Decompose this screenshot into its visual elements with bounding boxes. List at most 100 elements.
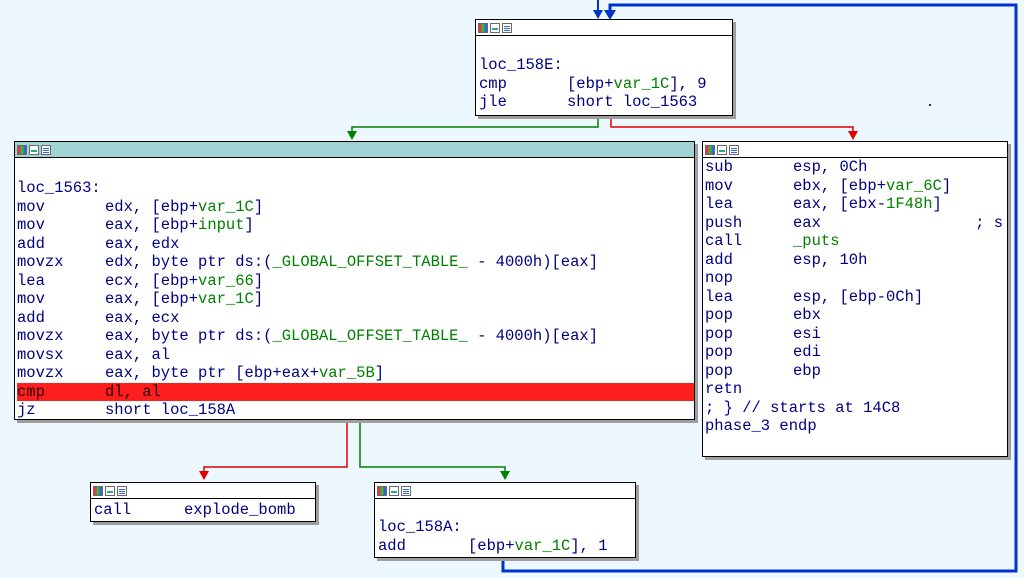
instruction-line[interactable]: nop bbox=[705, 269, 1007, 288]
instruction-mnemonic[interactable]: retn bbox=[705, 380, 743, 398]
block-titlebar[interactable] bbox=[703, 142, 1007, 158]
instruction-line[interactable]: add eax, ecx bbox=[17, 309, 694, 328]
operand-symbol[interactable]: var_1C bbox=[198, 290, 254, 308]
instruction-line[interactable]: jz short loc_158A bbox=[17, 401, 694, 420]
text-icon[interactable] bbox=[117, 485, 127, 496]
operand-text[interactable]: eax, [ebp+ bbox=[105, 216, 199, 234]
block-label[interactable]: loc_158E: bbox=[479, 56, 563, 74]
color-icon[interactable] bbox=[705, 144, 715, 155]
instruction-mnemonic[interactable]: add bbox=[705, 250, 733, 269]
block-label[interactable]: loc_158A: bbox=[378, 518, 462, 536]
operand-text[interactable]: explode_bomb bbox=[184, 501, 296, 519]
block-code[interactable]: call explode_bomb bbox=[91, 499, 315, 520]
instruction-mnemonic[interactable]: sub bbox=[705, 158, 733, 176]
block-titlebar[interactable] bbox=[375, 483, 635, 499]
block-explode-bomb[interactable]: call explode_bomb bbox=[90, 482, 316, 522]
operand-text[interactable]: ebx, [ebp+ bbox=[793, 176, 887, 195]
instruction-mnemonic[interactable]: movsx bbox=[17, 345, 64, 364]
instruction-mnemonic[interactable]: add bbox=[378, 536, 406, 555]
operand-text[interactable]: ], 1 bbox=[570, 536, 608, 555]
instruction-mnemonic[interactable]: call bbox=[94, 501, 132, 519]
operand-text[interactable]: eax, byte ptr [ebp+eax+ bbox=[105, 364, 319, 382]
operand-symbol[interactable]: var_1C bbox=[198, 197, 254, 216]
block-loc-158A[interactable]: loc_158A: add[ebp+var_1C], 1 bbox=[374, 482, 636, 558]
operand-symbol[interactable]: input bbox=[198, 216, 245, 234]
instruction-mnemonic[interactable]: lea bbox=[705, 195, 733, 213]
instruction-mnemonic[interactable]: cmp bbox=[479, 74, 507, 93]
text-icon[interactable] bbox=[502, 22, 512, 33]
operand-text[interactable]: ] bbox=[932, 195, 942, 213]
operand-text[interactable]: ecx, [ebp+ bbox=[105, 271, 199, 290]
graph-icon[interactable] bbox=[389, 485, 399, 496]
instruction-line[interactable]: pop edi bbox=[705, 343, 1007, 362]
instruction-mnemonic[interactable]: movzx bbox=[17, 327, 64, 345]
instruction-mnemonic[interactable]: add bbox=[17, 234, 45, 253]
operand-text[interactable]: ] bbox=[253, 271, 264, 290]
operand-text[interactable]: ebp bbox=[793, 361, 821, 380]
operand-symbol[interactable]: var_1C bbox=[613, 74, 670, 93]
operand-text[interactable]: - 4000h)[eax] bbox=[467, 253, 599, 271]
instruction-line[interactable]: retn bbox=[705, 380, 1007, 399]
instruction-mnemonic[interactable]: pop bbox=[705, 361, 733, 380]
instruction-line[interactable]: call_puts bbox=[705, 232, 1007, 251]
instruction-text[interactable]: ; } // starts at 14C8 bbox=[705, 398, 901, 417]
instruction-mnemonic[interactable]: call bbox=[705, 232, 743, 250]
operand-text[interactable]: eax, [ebx- bbox=[793, 195, 887, 213]
instruction-mnemonic[interactable]: add bbox=[17, 308, 45, 327]
color-icon[interactable] bbox=[93, 485, 103, 496]
instruction-mnemonic[interactable]: jle bbox=[479, 93, 507, 111]
instruction-comment[interactable]: ; s bbox=[975, 213, 1003, 232]
instruction-mnemonic[interactable]: pop bbox=[705, 306, 733, 324]
instruction-line[interactable]: lea esp, [ebp-0Ch] bbox=[705, 288, 1007, 307]
graph-icon[interactable] bbox=[490, 22, 500, 33]
operand-text[interactable]: edx, byte ptr ds:( bbox=[105, 253, 273, 271]
instruction-mnemonic[interactable]: mov bbox=[17, 216, 45, 234]
operand-text[interactable]: esi bbox=[793, 324, 821, 343]
text-icon[interactable] bbox=[729, 144, 739, 155]
operand-text[interactable]: eax, [ebp+ bbox=[105, 290, 199, 308]
instruction-line[interactable]: ; } // starts at 14C8 bbox=[705, 399, 1007, 418]
operand-text[interactable]: eax, byte ptr ds:( bbox=[105, 327, 273, 345]
operand-text[interactable]: esp, [ebp-0Ch] bbox=[793, 287, 924, 306]
instruction-mnemonic[interactable]: lea bbox=[17, 271, 45, 290]
block-code[interactable]: loc_158A: add[ebp+var_1C], 1 bbox=[375, 499, 635, 555]
color-icon[interactable] bbox=[17, 144, 27, 155]
operand-text[interactable]: eax, al bbox=[105, 345, 171, 364]
operand-text[interactable]: edi bbox=[793, 343, 821, 361]
instruction-mnemonic[interactable]: jz bbox=[17, 401, 36, 419]
operand-text[interactable]: ], 9 bbox=[669, 74, 707, 93]
text-icon[interactable] bbox=[401, 485, 411, 496]
color-icon[interactable] bbox=[478, 22, 488, 33]
instruction-mnemonic[interactable]: pop bbox=[705, 343, 733, 361]
instruction-mnemonic[interactable]: mov bbox=[17, 290, 45, 308]
operand-text[interactable]: ] bbox=[374, 364, 385, 382]
operand-text[interactable]: short loc_158A bbox=[105, 401, 236, 419]
text-icon[interactable] bbox=[41, 144, 51, 155]
operand-text[interactable]: [ebp+ bbox=[468, 536, 515, 555]
operand-text[interactable]: eax bbox=[793, 213, 821, 232]
instruction-mnemonic[interactable]: lea bbox=[705, 287, 733, 306]
operand-text[interactable]: edx, [ebp+ bbox=[105, 197, 199, 216]
operand-symbol[interactable]: var_66 bbox=[198, 271, 254, 290]
instruction-line[interactable]: jle short loc_1563 bbox=[479, 93, 732, 112]
operand-text[interactable]: short loc_1563 bbox=[567, 93, 698, 111]
operand-symbol[interactable]: var_5B bbox=[318, 364, 375, 382]
operand-text[interactable]: eax, ecx bbox=[105, 308, 180, 327]
block-titlebar[interactable] bbox=[476, 20, 732, 36]
instruction-mnemonic[interactable]: pop bbox=[705, 324, 733, 343]
graph-icon[interactable] bbox=[717, 144, 727, 155]
operand-symbol[interactable]: 1F48h bbox=[886, 195, 933, 213]
operand-symbol[interactable]: _GLOBAL_OFFSET_TABLE_ bbox=[272, 253, 468, 271]
color-icon[interactable] bbox=[377, 485, 387, 496]
